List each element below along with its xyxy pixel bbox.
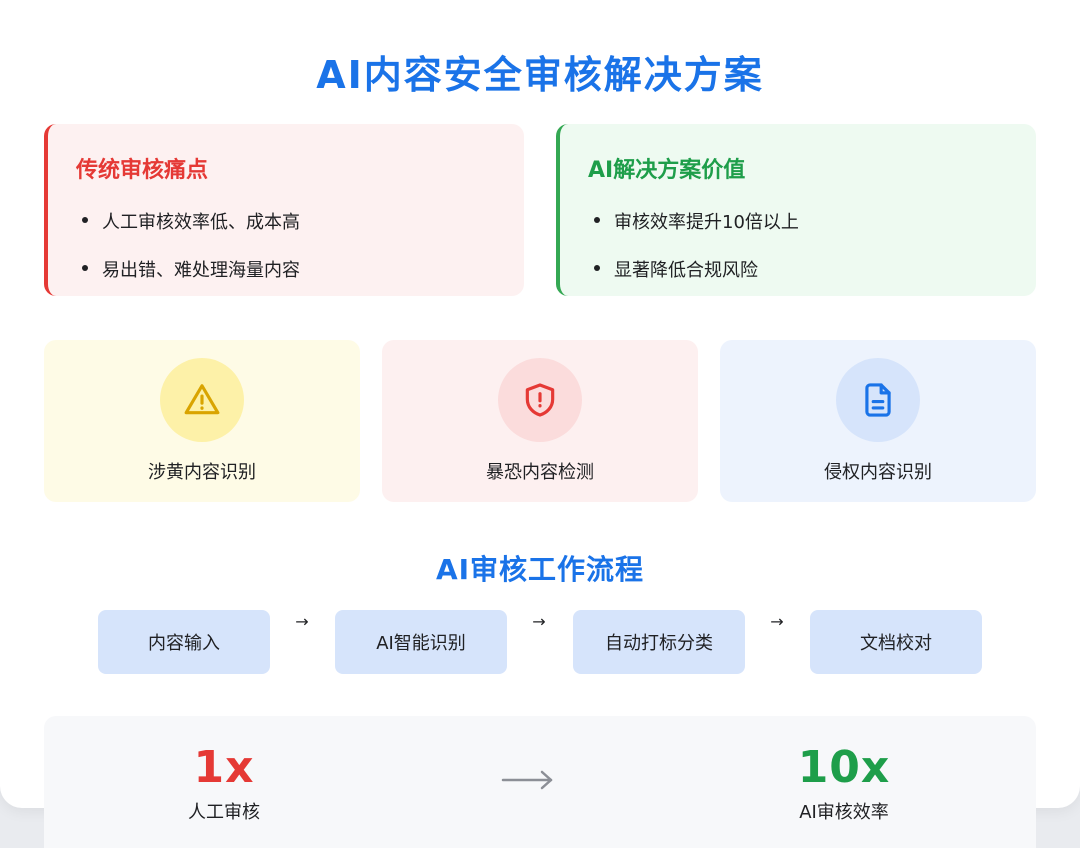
solution-value-list: 审核效率提升10倍以上 显著降低合规风险 xyxy=(588,208,1036,282)
workflow-step-document-proofreading: 文档校对 xyxy=(810,610,982,674)
list-item: 易出错、难处理海量内容 xyxy=(76,256,524,282)
ai-review-label: AI审核效率 xyxy=(799,802,889,823)
list-item: 显著降低合规风险 xyxy=(588,256,1036,282)
arrow-right-icon: → xyxy=(770,612,784,631)
warning-triangle-icon xyxy=(160,358,244,442)
list-item: 审核效率提升10倍以上 xyxy=(588,208,1036,234)
list-item: 人工审核效率低、成本高 xyxy=(76,208,524,234)
arrow-right-icon xyxy=(500,768,556,796)
pain-points-heading: 传统审核痛点 xyxy=(76,158,209,183)
page-title: AI内容安全审核解决方案 xyxy=(316,53,764,97)
shield-alert-icon xyxy=(498,358,582,442)
workflow-step-ai-recognition: AI智能识别 xyxy=(335,610,507,674)
ai-review-value: 10x xyxy=(797,742,891,793)
workflow-step-auto-tagging: 自动打标分类 xyxy=(573,610,745,674)
feature-card-terror-detection: 暴恐内容检测 xyxy=(382,340,698,502)
feature-label: 涉黄内容识别 xyxy=(148,462,256,483)
feature-card-infringement-detection: 侵权内容识别 xyxy=(720,340,1036,502)
manual-review-label: 人工审核 xyxy=(188,802,260,823)
document-icon xyxy=(836,358,920,442)
pain-points-list: 人工审核效率低、成本高 易出错、难处理海量内容 xyxy=(76,208,524,282)
efficiency-comparison: 1x 人工审核 10x AI审核效率 xyxy=(44,716,1036,848)
main-card: AI内容安全审核解决方案 传统审核痛点 人工审核效率低、成本高 易出错、难处理海… xyxy=(0,0,1080,808)
workflow-title: AI审核工作流程 xyxy=(435,553,645,586)
manual-review-stat: 1x 人工审核 xyxy=(124,742,324,824)
ai-review-stat: 10x AI审核效率 xyxy=(744,742,944,824)
solution-value-heading: AI解决方案价值 xyxy=(588,158,746,183)
workflow-step-content-input: 内容输入 xyxy=(98,610,270,674)
manual-review-value: 1x xyxy=(193,742,255,793)
feature-label: 暴恐内容检测 xyxy=(486,462,594,483)
pain-points-panel: 传统审核痛点 人工审核效率低、成本高 易出错、难处理海量内容 xyxy=(44,124,524,296)
solution-value-panel: AI解决方案价值 审核效率提升10倍以上 显著降低合规风险 xyxy=(556,124,1036,296)
arrow-right-icon: → xyxy=(532,612,546,631)
arrow-right-icon: → xyxy=(295,612,309,631)
feature-label: 侵权内容识别 xyxy=(824,462,932,483)
feature-card-porn-detection: 涉黄内容识别 xyxy=(44,340,360,502)
